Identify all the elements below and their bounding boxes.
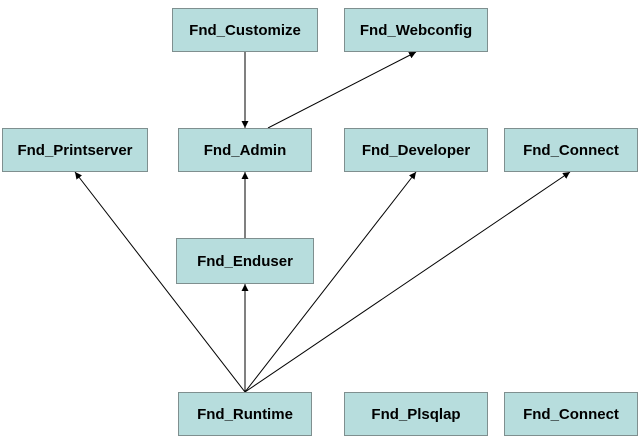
- edge-runtime-to-connect_top: [244, 171, 571, 393]
- edge-admin-to-webconfig: [267, 51, 417, 129]
- edge-runtime-to-printserver: [74, 171, 246, 393]
- edge-runtime-to-developer: [244, 171, 417, 393]
- node-fnd-connect-bottom: Fnd_Connect: [504, 392, 638, 436]
- node-fnd-enduser: Fnd_Enduser: [176, 238, 314, 284]
- node-fnd-runtime: Fnd_Runtime: [178, 392, 312, 436]
- node-fnd-admin: Fnd_Admin: [178, 128, 312, 172]
- node-fnd-customize: Fnd_Customize: [172, 8, 318, 52]
- node-fnd-webconfig: Fnd_Webconfig: [344, 8, 488, 52]
- node-fnd-printserver: Fnd_Printserver: [2, 128, 148, 172]
- node-fnd-plsqlap: Fnd_Plsqlap: [344, 392, 488, 436]
- node-fnd-connect: Fnd_Connect: [504, 128, 638, 172]
- node-fnd-developer: Fnd_Developer: [344, 128, 488, 172]
